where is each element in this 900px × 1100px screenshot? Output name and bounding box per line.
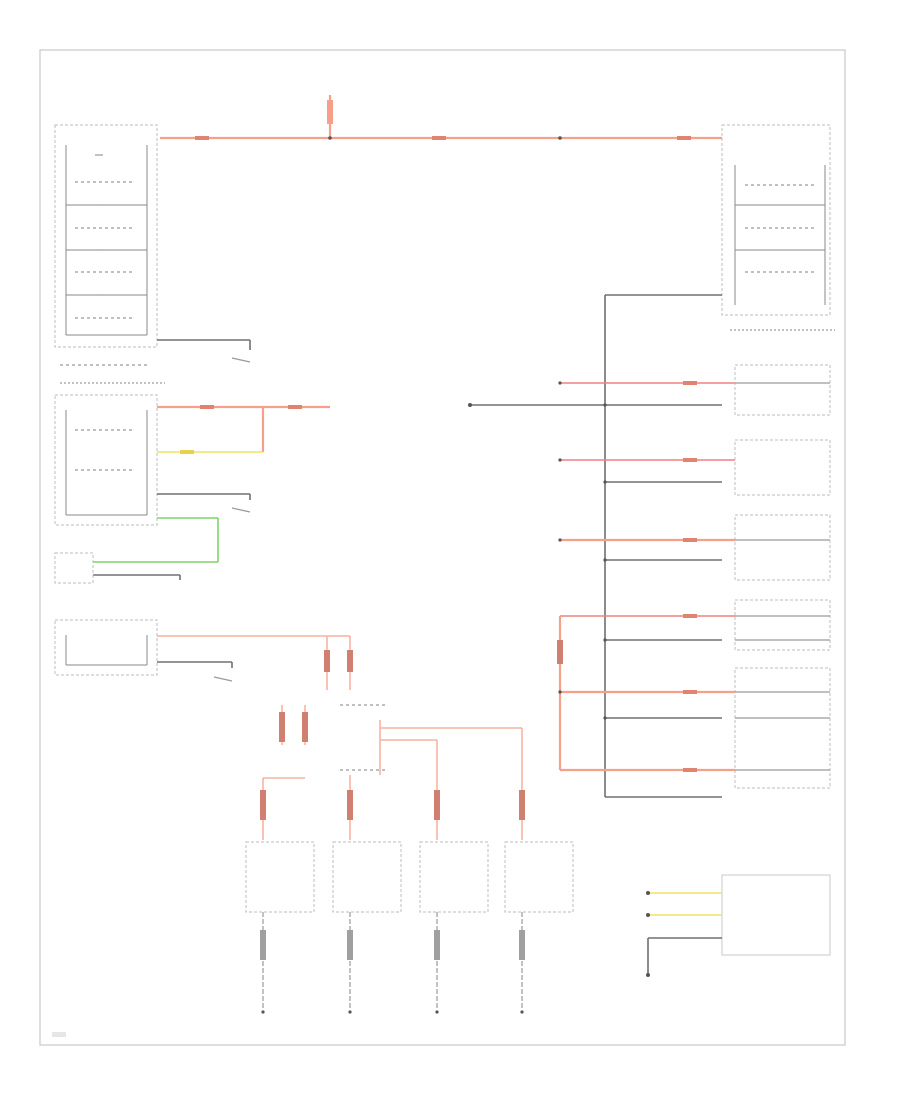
diagram-frame (39, 49, 846, 1046)
bottom-light-units (245, 841, 574, 1014)
left-lower-module (54, 619, 353, 690)
center-junction (260, 704, 525, 840)
lower-right-control-unit (646, 874, 831, 977)
right-top-module (721, 124, 835, 331)
frame-mark (52, 1032, 66, 1037)
left-switch-module (54, 124, 251, 384)
right-switch-modules (734, 364, 831, 789)
left-mid-module (54, 394, 330, 584)
top-power-bus (160, 95, 722, 140)
right-bus (468, 294, 735, 798)
